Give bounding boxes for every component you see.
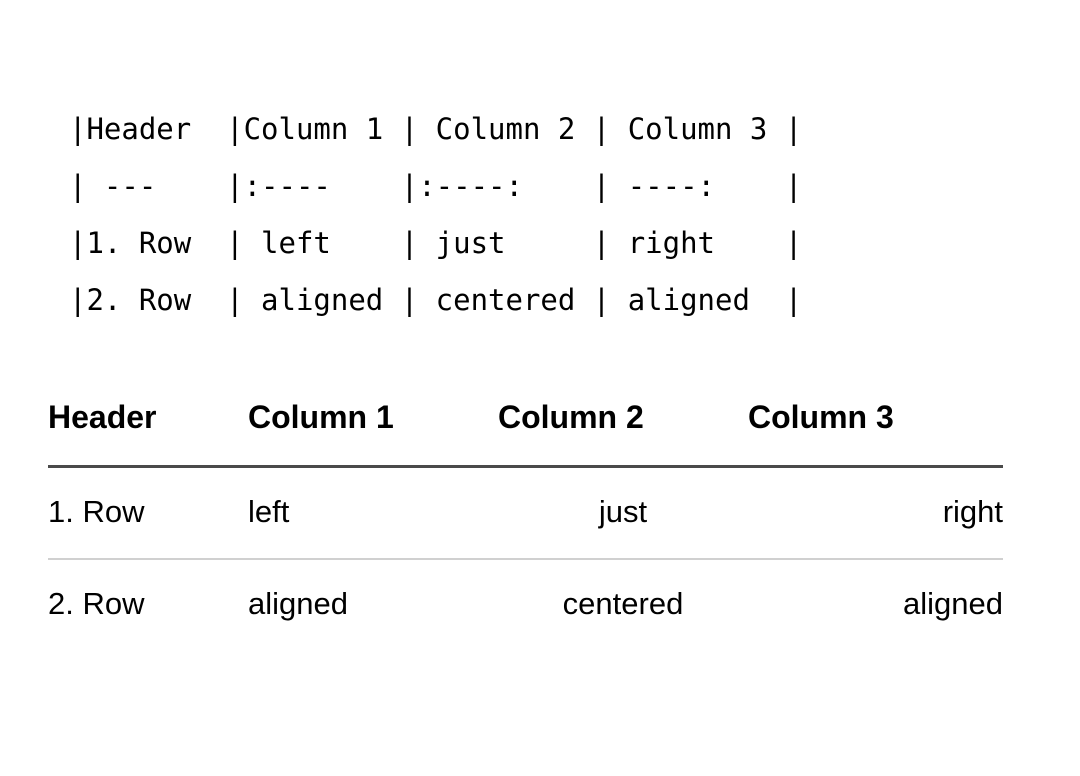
markdown-source-line-header: |Header |Column 1 | Column 2 | Column 3 … xyxy=(69,112,803,146)
table-body: 1. Row left just right 2. Row aligned ce… xyxy=(48,467,1003,650)
cell-row2-header: 2. Row xyxy=(48,585,145,621)
cell-row1-column-1: left xyxy=(248,494,290,530)
table-header-row: Header Column 1 Column 2 Column 3 xyxy=(48,399,1003,467)
table-header: Header Column 1 Column 2 Column 3 xyxy=(48,399,1003,467)
table-row: 2. Row aligned centered aligned xyxy=(48,559,1003,650)
markdown-source-line-row2: |2. Row | aligned | centered | aligned | xyxy=(69,283,803,317)
column-header-column-1: Column 1 xyxy=(248,399,394,435)
cell-row2-column-3: aligned xyxy=(903,585,1003,621)
column-header-header: Header xyxy=(48,399,157,435)
markdown-source-line-separator: | --- |:---- |:----: | ----: | xyxy=(69,169,803,203)
cell-row1-column-3: right xyxy=(942,494,1003,530)
table-row: 1. Row left just right xyxy=(48,467,1003,559)
markdown-source-line-row1: |1. Row | left | just | right | xyxy=(69,226,803,260)
column-header-column-2: Column 2 xyxy=(498,399,644,435)
markdown-source-block: |Header |Column 1 | Column 2 | Column 3 … xyxy=(69,101,802,329)
cell-row1-header: 1. Row xyxy=(48,494,145,530)
rendered-table: Header Column 1 Column 2 Column 3 1. Row… xyxy=(48,399,1003,650)
cell-row1-column-2: just xyxy=(598,494,648,530)
cell-row2-column-1: aligned xyxy=(248,585,348,621)
rendered-table-container: Header Column 1 Column 2 Column 3 1. Row… xyxy=(48,399,1003,650)
column-header-column-3: Column 3 xyxy=(748,399,894,435)
cell-row2-column-2: centered xyxy=(562,585,684,621)
